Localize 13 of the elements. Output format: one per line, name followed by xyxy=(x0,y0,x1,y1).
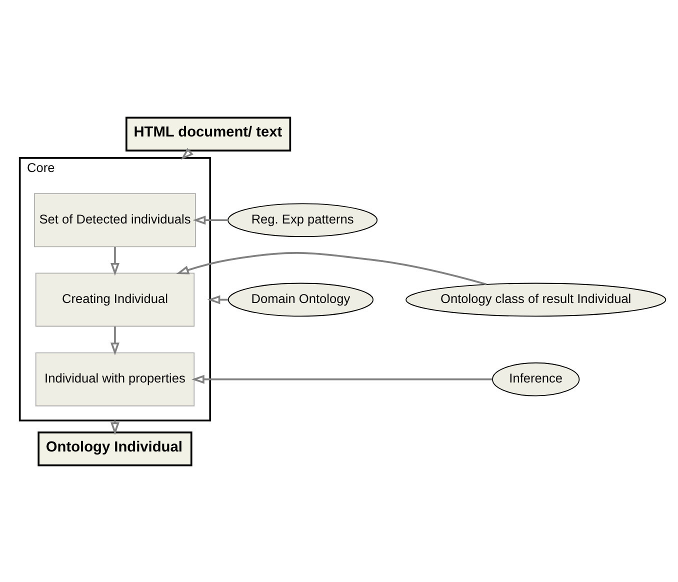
node-box: Set of Detected individuals xyxy=(34,192,196,247)
node-box: Ontology Individual xyxy=(38,430,192,466)
arrow xyxy=(110,326,120,355)
arrow xyxy=(192,374,492,384)
node-box: Individual with properties xyxy=(35,352,195,406)
node-ellipse: Domain Ontology xyxy=(228,282,374,316)
node-ellipse: Inference xyxy=(492,362,580,396)
arrow xyxy=(110,246,120,276)
node-box: Creating Individual xyxy=(35,272,195,326)
arrow xyxy=(192,215,228,224)
node-ellipse: Ontology class of result Individual xyxy=(406,282,666,316)
node-ellipse: Reg. Exp patterns xyxy=(228,202,378,237)
arrow xyxy=(176,252,487,285)
